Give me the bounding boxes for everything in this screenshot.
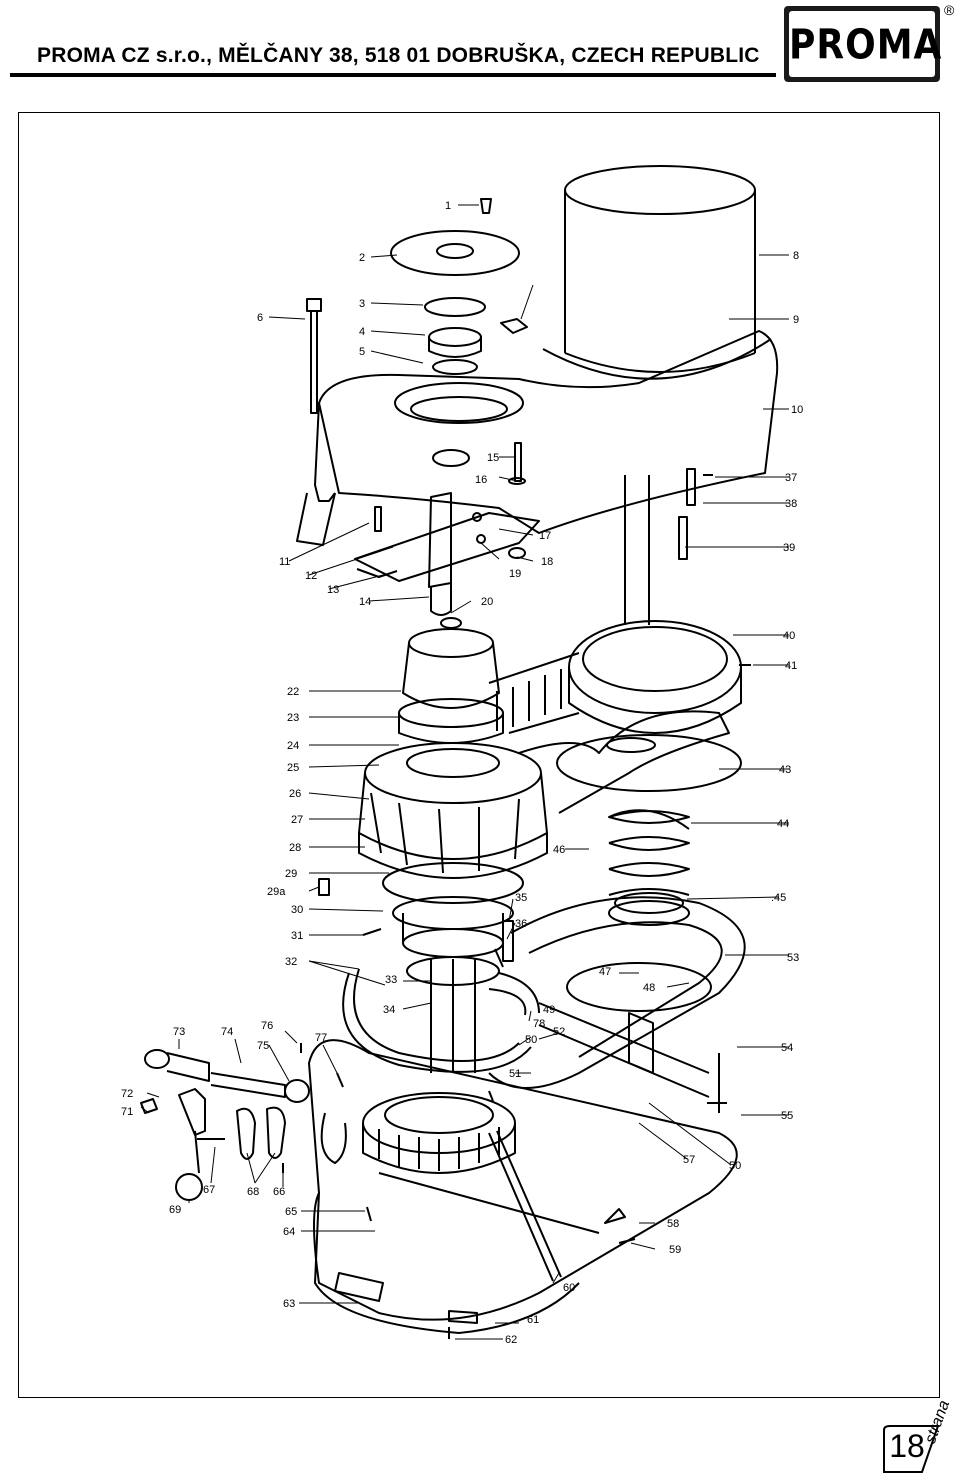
motor-cylinder (542, 165, 772, 380)
drawing-frame: 1 2 3 4 5 6 8 9 10 11 12 13 14 15 16 17 … (18, 112, 940, 1398)
page-number-badge (883, 1425, 940, 1473)
callout-39: 39 (783, 542, 795, 554)
callout-30: 30 (291, 904, 303, 916)
callout-23: 23 (287, 712, 299, 724)
callout-48: 48 (643, 982, 655, 994)
callout-5: 5 (359, 346, 365, 358)
callout-32: 32 (285, 956, 297, 968)
callout-18: 18 (541, 556, 553, 568)
callout-26: 26 (289, 788, 301, 800)
callout-29a: 29a (267, 886, 286, 898)
callout-1: 1 (445, 200, 451, 212)
callout-35: 35 (515, 892, 527, 904)
callout-59: 59 (669, 1244, 681, 1256)
company-address: PROMA CZ s.r.o., MĚLČANY 38, 518 01 DOBR… (37, 44, 760, 67)
callout-17: 17 (539, 530, 551, 542)
callout-47: 47 (599, 966, 611, 978)
callout-69: 69 (169, 1204, 181, 1216)
base-casting (308, 1039, 738, 1339)
callout-51: 51 (509, 1068, 521, 1080)
callout-50a: 50 (525, 1034, 537, 1046)
callout-76: 76 (261, 1020, 273, 1032)
callout-43: 43 (779, 764, 791, 776)
callout-68: 68 (247, 1186, 259, 1198)
callout-58: 58 (667, 1218, 679, 1230)
callout-13: 13 (327, 584, 339, 596)
callout-29: 29 (285, 868, 297, 880)
callout-20: 20 (481, 596, 493, 608)
callout-25: 25 (287, 762, 299, 774)
callout-62: 62 (505, 1334, 517, 1346)
callout-73: 73 (173, 1026, 185, 1038)
callout-19: 19 (509, 568, 521, 580)
registered-mark: ® (944, 2, 955, 18)
callout-3: 3 (359, 298, 365, 310)
proma-logo: PROMA (784, 6, 943, 82)
callout-63: 63 (283, 1298, 295, 1310)
callout-71: 71 (121, 1106, 133, 1118)
callout-54: 54 (781, 1042, 793, 1054)
callout-57: 57 (683, 1154, 695, 1166)
callout-8: 8 (793, 250, 799, 262)
callout-64: 64 (283, 1226, 295, 1238)
callout-77: 77 (315, 1032, 327, 1044)
callout-36: 36 (515, 918, 527, 930)
callout-46: 46 (553, 844, 565, 856)
upper-housing (296, 330, 779, 546)
callout-66: 66 (273, 1186, 285, 1198)
page-number: 18 (889, 1428, 925, 1464)
header-rule (10, 73, 776, 77)
logo-text: PROMA (789, 21, 943, 70)
callout-55: 55 (781, 1110, 793, 1122)
callout-72: 72 (121, 1088, 133, 1100)
callout-16: 16 (475, 474, 487, 486)
callout-74: 74 (221, 1026, 233, 1038)
callout-28: 28 (289, 842, 301, 854)
callout-34: 34 (383, 1004, 395, 1016)
callout-41: 41 (785, 660, 797, 672)
callout-65: 65 (285, 1206, 297, 1218)
logo-inner: PROMA (789, 11, 943, 77)
callout-40: 40 (783, 630, 795, 642)
callout-labels: 1 2 3 4 5 6 8 9 10 11 12 13 14 15 16 17 … (121, 200, 803, 1346)
callout-75: 75 (257, 1040, 269, 1052)
callout-67: 67 (203, 1184, 215, 1196)
callout-27: 27 (291, 814, 303, 826)
callout-60: 60 (563, 1282, 575, 1294)
callout-52: 52 (553, 1026, 565, 1038)
callout-22: 22 (287, 686, 299, 698)
callout-45: .45 (771, 892, 786, 904)
callout-37: 37 (785, 472, 797, 484)
callout-78: 78 (533, 1018, 545, 1030)
callout-24: 24 (287, 740, 299, 752)
callout-38: 38 (785, 498, 797, 510)
callout-4: 4 (359, 326, 365, 338)
callout-6: 6 (257, 312, 263, 324)
callout-49: 49 (543, 1004, 555, 1016)
callout-61: 61 (527, 1314, 539, 1326)
callout-50b: 50 (729, 1160, 741, 1172)
callout-14: 14 (359, 596, 371, 608)
callout-53: 53 (787, 952, 799, 964)
callout-10: 10 (791, 404, 803, 416)
callout-12: 12 (305, 570, 317, 582)
callout-44: 44 (777, 818, 789, 830)
callout-33: 33 (385, 974, 397, 986)
callout-11: 11 (279, 556, 290, 568)
callout-31: 31 (291, 930, 303, 942)
callout-9: 9 (793, 314, 799, 326)
exploded-parts-diagram: 1 2 3 4 5 6 8 9 10 11 12 13 14 15 16 17 … (121, 165, 803, 1346)
callout-15: 15 (487, 452, 499, 464)
callout-2: 2 (359, 252, 365, 264)
